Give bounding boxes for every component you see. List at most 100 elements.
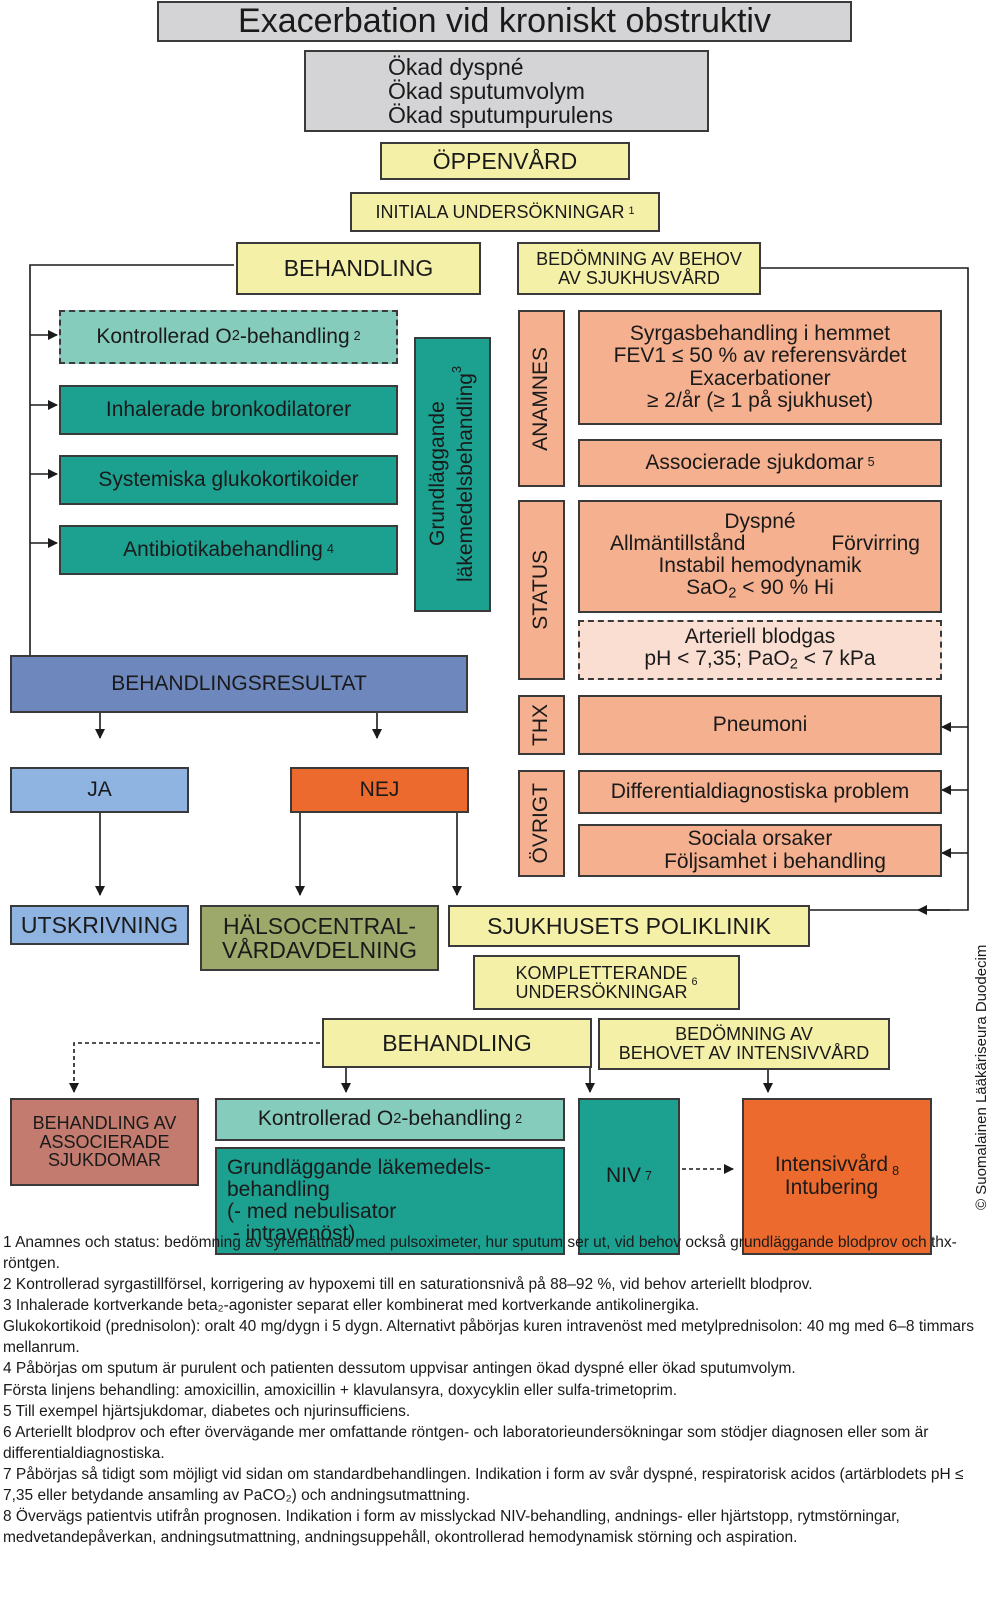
symptoms-box: Ökad dyspné Ökad sputumvolym Ökad sputum… (304, 50, 709, 132)
poliklinik-box: SJUKHUSETS POLIKLINIK (448, 905, 810, 947)
anamnes-details-box: Syrgasbehandling i hemmet FEV1 ≤ 50 % av… (578, 310, 942, 425)
anamnes-label: ANAMNES (529, 346, 553, 451)
behandling2-box: BEHANDLING (322, 1018, 592, 1068)
kompletterande-line2: UNDERSÖKNINGAR (515, 981, 688, 1002)
intensiv-text: Intensivvård Intubering (775, 1154, 888, 1198)
anamnes-line2: FEV1 ≤ 50 % av referensvärdet (613, 344, 907, 368)
footnote-8: 8 Övervägs patientvis utifrån prognosen.… (3, 1508, 900, 1547)
bronk-label: Inhalerade bronkodilatorer (105, 397, 352, 421)
thx-label: THX (529, 704, 553, 746)
footnote-1: 1 Anamnes och status: bedömning av syrem… (3, 1234, 957, 1273)
o2-2-pre: Kontrollerad O (257, 1107, 394, 1131)
anamnes-line3: Exacerbationer (689, 366, 831, 390)
utskrivning-box: UTSKRIVNING (10, 905, 189, 945)
oppenvard-box: ÖPPENVÅRD (380, 142, 630, 180)
bedomning-intensiv-box: BEDÖMNING AV BEHOVET AV INTENSIVVÅRD (598, 1018, 890, 1070)
grund-v-ref: 3 (450, 366, 465, 374)
copyright-text: © Suomalainen Lääkäriseura Duodecim (973, 944, 990, 1210)
differential-box: Differentialdiagnostiska problem (578, 770, 942, 814)
intensivvard-box: Intensivvård Intubering 8 (742, 1098, 932, 1255)
grund-v-line2: läkemedelsbehandling (454, 373, 478, 583)
behandlingsresultat-box: BEHANDLINGSRESULTAT (10, 655, 468, 713)
title-text: Exacerbation vid kroniskt obstruktiv (238, 1, 771, 40)
gluko-label: Systemiska glukokortikoider (98, 467, 359, 491)
status-line2: Allmäntillstånd Förvirring (610, 531, 920, 555)
ja-box: JA (10, 767, 189, 813)
kompletterande-line1: KOMPLETTERANDE (515, 962, 688, 983)
footnotes: 1 Anamnes och status: bedömning av syrem… (3, 1232, 988, 1548)
symptom-1: Ökad dyspné (388, 53, 524, 80)
grund-v-line2-wrap: läkemedelsbehandling3 (451, 366, 479, 582)
status-details-box: Dyspné Allmäntillstånd Förvirring Instab… (578, 500, 942, 613)
footnote-3: 3 Inhalerade kortverkande beta₂-agoniste… (3, 1297, 700, 1315)
thx-category: THX (518, 695, 565, 755)
status-label: STATUS (529, 550, 553, 630)
initiala-ref: 1 (628, 205, 635, 218)
utskrivning-label: UTSKRIVNING (20, 911, 179, 938)
blodgas-line1: Arteriell blodgas (684, 625, 836, 649)
o2-sub: 2 (231, 328, 240, 345)
ovrigt-category: ÖVRIGT (518, 770, 565, 877)
grund2-line4: - intravenöst) (227, 1222, 356, 1246)
diagram-title: Exacerbation vid kroniskt obstruktiv (157, 1, 852, 42)
grundlaggande-vertical-box: Grundläggande läkemedelsbehandling3 (414, 337, 491, 612)
nej-label: NEJ (359, 777, 400, 801)
initiala-label: INITIALA UNDERSÖKNINGAR (375, 201, 625, 222)
blodgas-post: < 7 kPa (797, 647, 876, 671)
ovrigt-label: ÖVRIGT (529, 783, 553, 864)
differential-label: Differentialdiagnostiska problem (610, 779, 910, 803)
poliklinik-label: SJUKHUSETS POLIKLINIK (487, 912, 771, 939)
nej-box: NEJ (290, 767, 469, 813)
anamnes-category: ANAMNES (518, 310, 565, 487)
assoc-beh-line2: ASSOCIERADE (39, 1131, 170, 1152)
footnote-5: 5 Till exempel hjärtsjukdomar, diabetes … (3, 1402, 411, 1420)
copyright: © Suomalainen Lääkäriseura Duodecim (969, 945, 995, 1220)
resultat-label: BEHANDLINGSRESULTAT (111, 671, 367, 695)
halsocentral-line2: VÅRDAVDELNING (221, 937, 418, 963)
grundlaggande-vertical-text: Grundläggande läkemedelsbehandling3 (426, 366, 478, 582)
oppenvard-label: ÖPPENVÅRD (432, 147, 578, 174)
intensiv-line2: Intubering (784, 1175, 879, 1199)
bronkodilatorer-box: Inhalerade bronkodilatorer (59, 385, 398, 435)
sao-pre: SaO (686, 576, 729, 600)
sao-post: < 90 % Hi (736, 576, 834, 600)
o2-post: -behandling (239, 324, 350, 348)
blodgas-line2: pH < 7,35; PaO2 < 7 kPa (644, 648, 875, 673)
footnote-4b: Första linjens behandling: amoxicillin, … (3, 1381, 678, 1399)
halsocentral-line1: HÄLSOCENTRAL- (223, 912, 416, 939)
grund2-line1: Grundläggande läkemedels- (227, 1155, 491, 1179)
anti-ref: 4 (326, 542, 334, 557)
status-line1: Dyspné (724, 509, 796, 533)
assoc-beh-line1: BEHANDLING AV (32, 1112, 177, 1133)
o2-2-post: -behandling (401, 1107, 512, 1131)
symptom-3: Ökad sputumpurulens (388, 102, 614, 129)
bedomning-line-1: BEDÖMNING AV BEHOV (536, 248, 742, 269)
bedomning-intensiv-line1: BEDÖMNING AV (675, 1024, 813, 1045)
pneumoni-box: Pneumoni (578, 695, 942, 755)
footnote-4: 4 Påbörjas om sputum är purulent och pat… (3, 1360, 796, 1378)
sociala-box: Sociala orsaker Följsamhet i behandling (578, 824, 942, 877)
status-line2b: Förvirring (831, 531, 920, 555)
blodgas-pre: pH < 7,35; PaO (644, 647, 790, 671)
footnote-6: 6 Arteriellt blodprov och efter överväga… (3, 1423, 929, 1462)
status-category: STATUS (518, 500, 565, 680)
bedomning-header: BEDÖMNING AV BEHOV AV SJUKHUSVÅRD (517, 242, 761, 295)
sociala-line1: Sociala orsaker (687, 827, 833, 851)
anti-label: Antibiotikabehandling (123, 537, 323, 561)
niv-ref: 7 (645, 1168, 653, 1183)
associerade-behandling-box: BEHANDLING AV ASSOCIERADE SJUKDOMAR (10, 1098, 199, 1186)
footnote-2: 2 Kontrollerad syrgastillförsel, korrige… (3, 1276, 813, 1294)
kompletterande-text: KOMPLETTERANDE UNDERSÖKNINGAR (515, 962, 688, 1002)
o2-ref: 2 (353, 329, 361, 344)
kompletterande-ref: 6 (691, 975, 698, 988)
grund2-line2: behandling (227, 1177, 330, 1201)
sao-sub: 2 (728, 585, 737, 602)
status-line4: SaO2 < 90 % Hi (686, 576, 834, 602)
bedomning-intensiv-line2: BEHOVET AV INTENSIVVÅRD (618, 1043, 870, 1063)
ja-label: JA (87, 777, 112, 801)
status-line3: Instabil hemodynamik (658, 553, 862, 577)
